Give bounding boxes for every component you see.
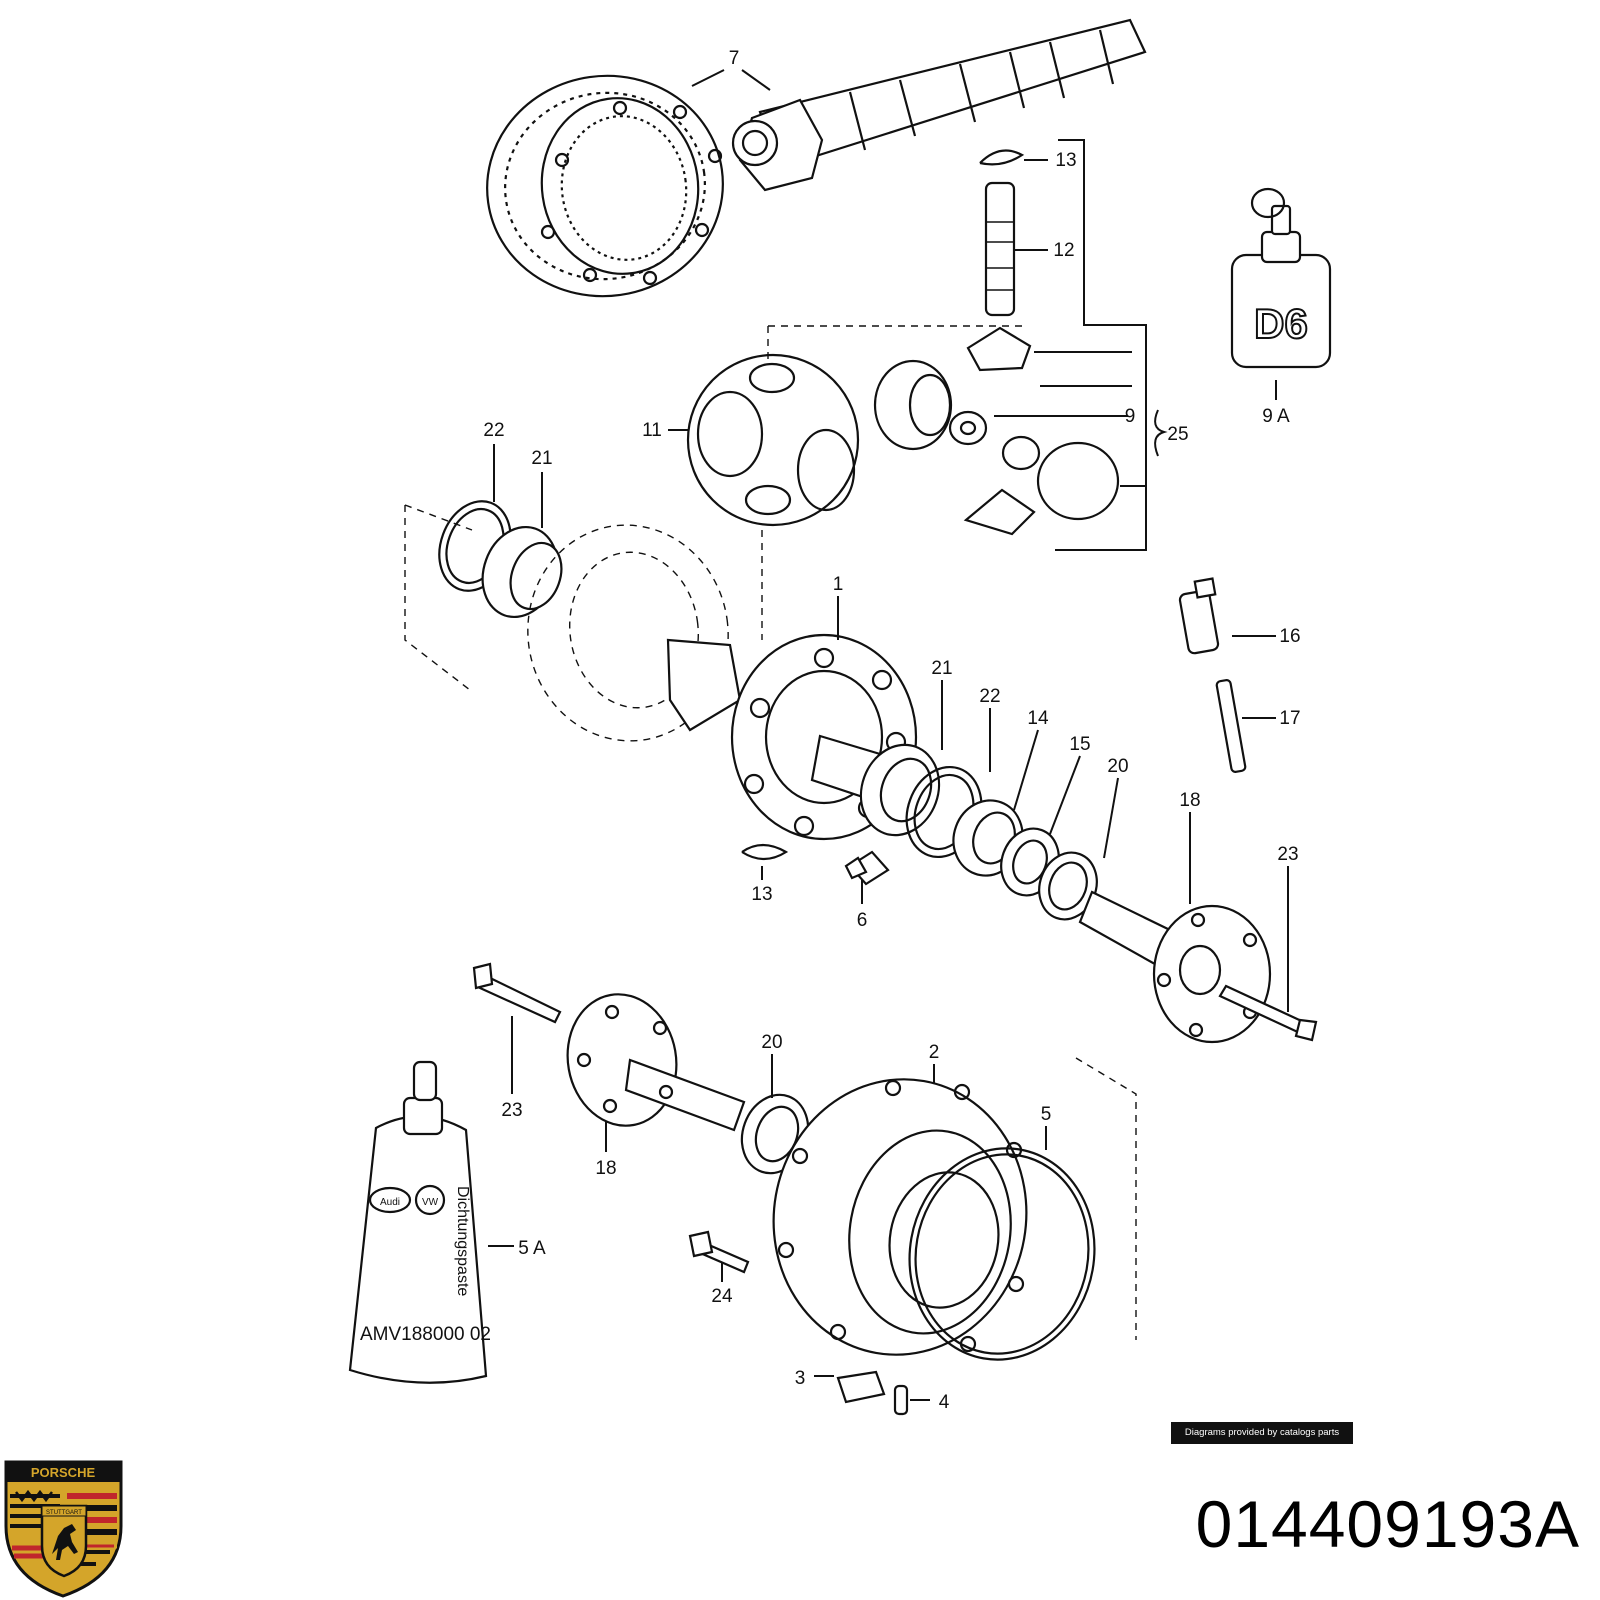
callout-18-left: 18 <box>595 1158 616 1179</box>
tube-brand-vw: VW <box>422 1197 439 1208</box>
callout-23-right: 23 <box>1277 844 1298 865</box>
part-1-differential-housing <box>666 633 918 841</box>
callout-9: 9 <box>1125 406 1136 427</box>
part-23-bolt-left <box>472 962 562 1024</box>
part-number: 014409193A <box>1195 1487 1580 1561</box>
part-5a-sealing-paste-tube: Audi VW Dichtungspaste AMV188000 02 <box>348 1060 491 1384</box>
callout-22-right: 22 <box>979 686 1000 707</box>
callout-11: 11 <box>642 420 662 441</box>
bottle-label: D6 <box>1254 300 1308 347</box>
callout-16: 16 <box>1279 626 1300 647</box>
part-23-bolt-right <box>1218 984 1318 1042</box>
tube-brand-audi: Audi <box>380 1197 400 1208</box>
part-13-circlip-top <box>979 149 1025 166</box>
part-3-magnet <box>836 1370 886 1404</box>
diagram-credit-badge: Diagrams provided by catalogs parts <box>1171 1422 1353 1444</box>
callout-14: 14 <box>1027 708 1049 729</box>
porsche-crest-logo: PORSCHE STUTTGART <box>4 1460 123 1598</box>
callout-6: 6 <box>857 910 868 931</box>
part-11-differential-cage <box>686 353 860 527</box>
part-5-o-ring <box>908 1147 1096 1361</box>
part-12-pin <box>984 181 1016 317</box>
callout-2: 2 <box>929 1042 940 1063</box>
leader-lines <box>488 69 1289 1401</box>
callout-18-right: 18 <box>1179 790 1200 811</box>
callout-22-left: 22 <box>483 420 504 441</box>
part-18-flange-left <box>566 993 746 1132</box>
callout-12: 12 <box>1053 240 1074 261</box>
part-6-bolt <box>844 850 890 886</box>
part-24-bolt <box>688 1230 750 1274</box>
svg-text:PORSCHE: PORSCHE <box>31 1465 96 1480</box>
callout-1: 1 <box>833 574 844 595</box>
callout-3: 3 <box>795 1368 806 1389</box>
part-2-side-cover <box>772 1078 1028 1356</box>
callout-20-left: 20 <box>761 1032 782 1053</box>
callout-20-right: 20 <box>1107 756 1128 777</box>
part-21-bearing-left <box>481 525 563 619</box>
part-17-speedo-shaft <box>1215 679 1247 773</box>
callout-15: 15 <box>1069 734 1090 755</box>
part-18-flange-right <box>1078 890 1272 1044</box>
callout-25: 25 <box>1167 424 1188 445</box>
callout-7: 7 <box>729 48 740 69</box>
part-9a-oil-bottle: D6 <box>1230 187 1332 369</box>
callout-9a: 9 A <box>1262 406 1290 427</box>
callout-13-top: 13 <box>1055 150 1076 171</box>
callout-21-right: 21 <box>931 658 952 679</box>
part-13-circlip-bottom <box>741 843 789 861</box>
callout-5a: 5 A <box>518 1238 546 1259</box>
part-25-differential-gears <box>873 326 1120 536</box>
part-21-bearing-right <box>859 743 941 837</box>
callout-24: 24 <box>711 1286 733 1307</box>
svg-text:STUTTGART: STUTTGART <box>46 1510 82 1516</box>
callout-17: 17 <box>1279 708 1300 729</box>
callouts: 7 13 12 9 25 9 A 11 22 21 1 16 17 21 22 … <box>483 48 1300 1413</box>
callout-4: 4 <box>939 1392 950 1413</box>
callout-13-bottom: 13 <box>751 884 772 905</box>
part-20-seal-right <box>1038 851 1098 921</box>
part-4-pin <box>893 1384 909 1416</box>
tube-code: AMV188000 02 <box>360 1324 491 1345</box>
callout-23-left: 23 <box>501 1100 522 1121</box>
callout-21-left: 21 <box>531 448 552 469</box>
callout-5: 5 <box>1041 1104 1052 1125</box>
tube-label: Dichtungspaste <box>454 1186 471 1296</box>
part-16-speedo-drive <box>1178 577 1220 655</box>
part-7-crown-wheel-pinion <box>486 18 1147 298</box>
